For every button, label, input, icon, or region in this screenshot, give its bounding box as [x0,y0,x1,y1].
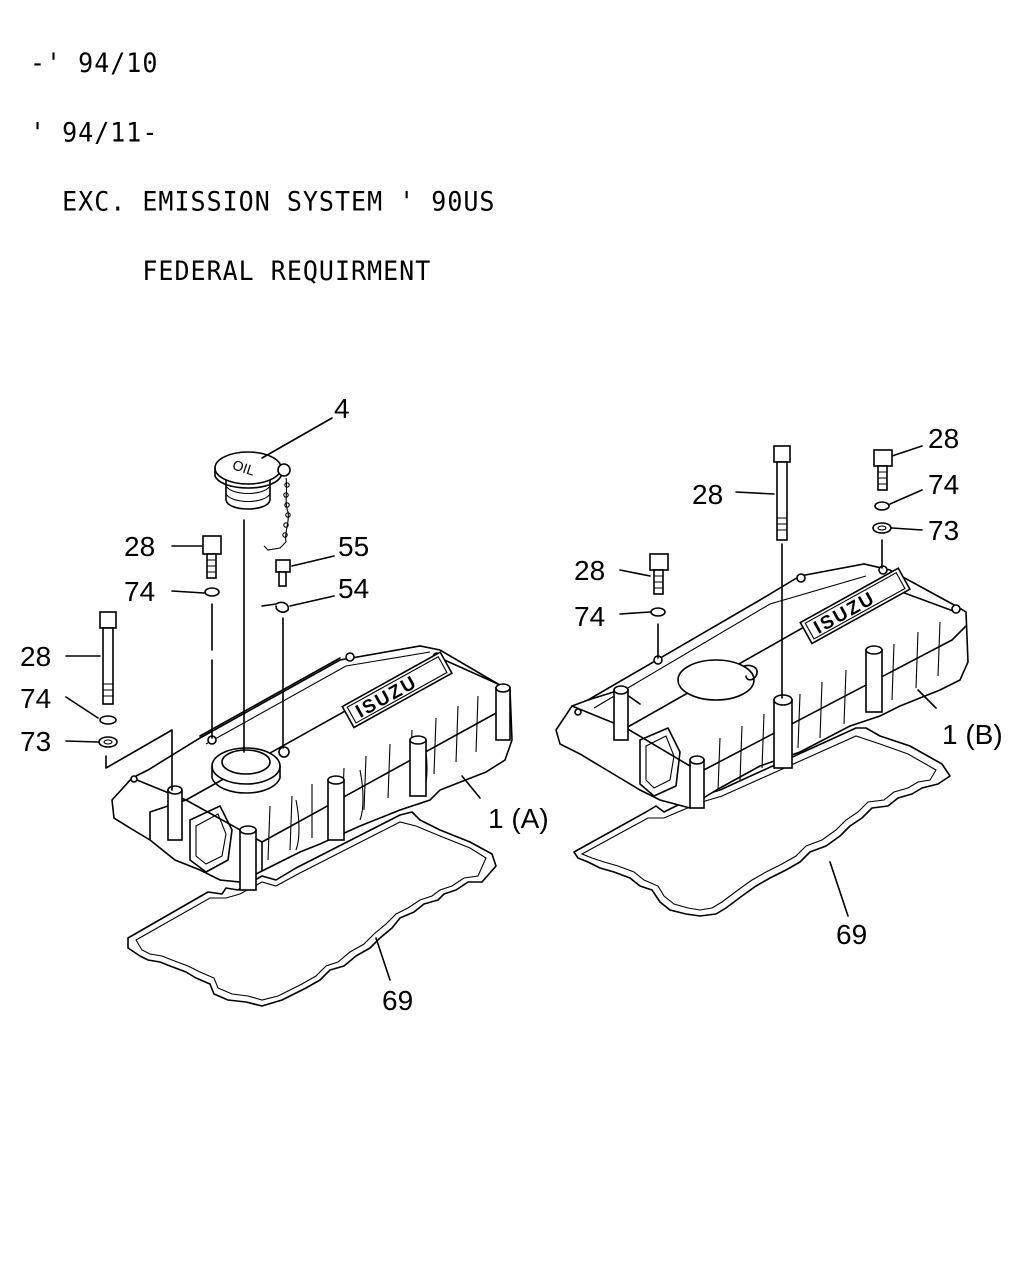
callout-4: 4 [334,393,350,424]
callout-28-left-long: 28 [20,641,51,672]
header-line-3: EXC. EMISSION SYSTEM ' 90US [30,186,496,218]
right-bolt-short-left-drawing [649,553,669,659]
left-bolt-long-drawing [98,611,173,791]
callout-74-right-left: 74 [574,601,605,632]
callout-74-left-bottom: 74 [20,683,51,714]
callout-1b: 1 (B) [942,719,1003,750]
left-bolt-55-drawing [261,559,291,749]
left-leader-lines [65,417,481,981]
left-bolt-short-drawing [202,535,222,739]
header-notes: -' 94/10 ' 94/11- EXC. EMISSION SYSTEM '… [30,6,496,329]
callout-28-right-long: 28 [692,479,723,510]
callout-54: 54 [338,573,369,604]
header-line-1: -' 94/10 [30,48,159,79]
right-bolt-short-right-drawing [872,449,893,569]
callout-69-left: 69 [382,985,413,1016]
right-gasket-drawing [573,727,951,917]
callout-73-right: 73 [928,515,959,546]
callout-69-right: 69 [836,919,867,950]
left-gasket-drawing [127,811,497,1007]
callout-74-right-top: 74 [928,469,959,500]
oil-cap-text: OIL [231,456,258,478]
left-cover-drawing [111,645,513,883]
right-leader-lines [619,445,937,917]
header-line-4: FEDERAL REQUIRMENT [30,255,432,287]
callout-28-right-left: 28 [574,555,605,586]
right-assembly: ISUZU [555,423,1003,950]
callout-73-left: 73 [20,726,51,757]
left-assembly: ISUZU OIL [20,393,549,1016]
header-line-2: ' 94/11- [30,117,159,148]
callout-74-left-top: 74 [124,576,155,607]
callout-28-left-top: 28 [124,531,155,562]
right-bolt-long-drawing [773,445,791,699]
callout-55: 55 [338,531,369,562]
callout-1a: 1 (A) [488,803,549,834]
oil-cap-drawing: OIL [214,451,291,551]
callout-28-right-top: 28 [928,423,959,454]
